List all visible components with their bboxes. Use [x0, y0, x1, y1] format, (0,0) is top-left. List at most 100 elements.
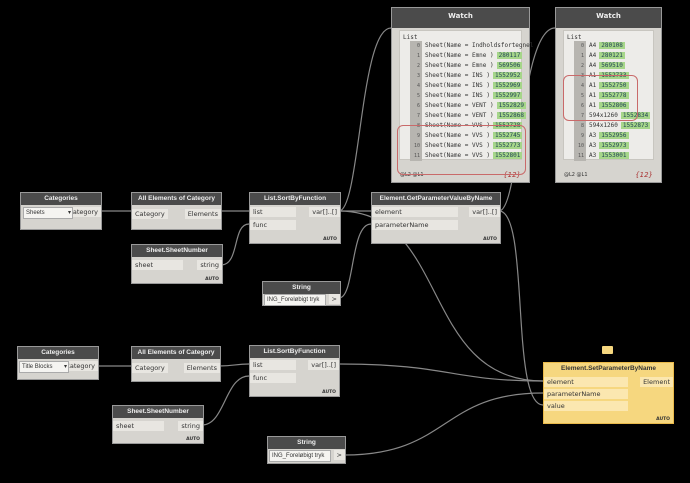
- lacing-label: AUTO: [483, 237, 497, 242]
- output-port[interactable]: >: [328, 294, 340, 304]
- item-value: 1552801: [493, 152, 523, 159]
- item-value: 1552806: [599, 102, 629, 109]
- lacing-label: AUTO: [656, 417, 670, 422]
- node-title: Categories: [21, 193, 101, 205]
- string-input[interactable]: ING_Foreløbigt tryk: [269, 450, 331, 462]
- item-index: 9: [574, 131, 586, 141]
- output-port[interactable]: string: [197, 260, 222, 270]
- item-label: Sheet(Name = VVS ): [425, 142, 491, 149]
- item-index: 2: [410, 61, 422, 71]
- item-index: 9: [410, 131, 422, 141]
- level-indicator: @L2 @L1: [564, 172, 588, 178]
- item-value: 1552829: [496, 102, 526, 109]
- set-parameter-node[interactable]: Element.SetParameterByName element param…: [543, 362, 674, 424]
- string-input[interactable]: ING_Foreløbigt tryk: [264, 294, 326, 306]
- category-dropdown[interactable]: Sheets ▾: [23, 207, 73, 219]
- input-port-func[interactable]: func: [250, 220, 296, 230]
- node-title: All Elements of Category: [132, 193, 221, 205]
- output-port[interactable]: var[]..[]: [308, 360, 339, 370]
- item-label: A3: [589, 132, 597, 139]
- item-count: {12}: [635, 171, 653, 179]
- sheet-number-node-2[interactable]: Sheet.SheetNumber sheet string AUTO: [112, 405, 204, 444]
- sheet-number-node-1[interactable]: Sheet.SheetNumber sheet string AUTO: [131, 244, 223, 284]
- sort-node-1[interactable]: List.SortByFunction list func var[]..[] …: [249, 192, 341, 244]
- categories-node-2[interactable]: Categories Title Blocks▾ Category: [17, 346, 99, 380]
- output-port[interactable]: var[]..[]: [469, 207, 500, 217]
- item-index: 7: [410, 111, 422, 121]
- input-port-parameter-name[interactable]: parameterName: [372, 220, 458, 230]
- output-port[interactable]: Category: [65, 207, 101, 217]
- node-title: Element.GetParameterValueByName: [372, 193, 500, 205]
- output-port[interactable]: Element: [640, 377, 673, 387]
- item-index: 1: [410, 51, 422, 61]
- all-elements-node-1[interactable]: All Elements of Category Category Elemen…: [131, 192, 222, 230]
- node-title: Element.SetParameterByName: [544, 363, 673, 375]
- input-port[interactable]: Category: [132, 363, 168, 373]
- dropdown-value: Sheets: [26, 210, 45, 216]
- category-dropdown[interactable]: Title Blocks▾: [19, 361, 69, 373]
- chevron-down-icon: ▾: [67, 210, 71, 216]
- item-index: 3: [410, 71, 422, 81]
- item-label: A4: [589, 52, 597, 59]
- level-indicator: @L2 @L1: [400, 172, 424, 178]
- string-node-2[interactable]: String ING_Foreløbigt tryk >: [267, 436, 346, 464]
- categories-node-1[interactable]: Categories Sheets ▾ Category: [20, 192, 102, 230]
- item-label: 594x1260: [589, 122, 618, 129]
- output-port[interactable]: Elements: [183, 363, 220, 373]
- item-label: A4: [589, 42, 597, 49]
- input-port[interactable]: sheet: [132, 260, 183, 270]
- input-port-value[interactable]: value: [544, 401, 628, 411]
- item-label: Sheet(Name = INS ): [425, 72, 491, 79]
- item-value: 569506: [496, 62, 523, 69]
- input-port[interactable]: Category: [132, 209, 168, 219]
- lacing-label: AUTO: [323, 237, 337, 242]
- get-parameter-node[interactable]: Element.GetParameterValueByName element …: [371, 192, 501, 244]
- item-label: A1: [589, 92, 597, 99]
- highlight-annotation: [563, 75, 638, 121]
- item-index: 4: [410, 81, 422, 91]
- item-label: Sheet(Name = INS ): [425, 92, 491, 99]
- input-port-list[interactable]: list: [250, 207, 296, 217]
- input-port-element[interactable]: element: [544, 377, 628, 387]
- comment-icon[interactable]: [602, 346, 613, 354]
- sort-node-2[interactable]: List.SortByFunction list func var[]..[] …: [249, 345, 340, 397]
- item-index: 6: [410, 101, 422, 111]
- output-port[interactable]: var[]..[]: [309, 207, 340, 217]
- input-port-parameter-name[interactable]: parameterName: [544, 389, 628, 399]
- input-port-list[interactable]: list: [250, 360, 296, 370]
- item-value: 1552745: [493, 132, 523, 139]
- input-port[interactable]: sheet: [113, 421, 164, 431]
- item-index: 10: [574, 141, 586, 151]
- item-label: Sheet(Name = Indholdsfortegnel: [425, 42, 534, 49]
- all-elements-node-2[interactable]: All Elements of Category Category Elemen…: [131, 346, 221, 382]
- string-node-1[interactable]: String ING_Foreløbigt tryk >: [262, 281, 341, 306]
- item-index: 6: [574, 101, 586, 111]
- item-label: A1: [589, 82, 597, 89]
- lacing-label: AUTO: [186, 437, 200, 442]
- output-port[interactable]: Elements: [184, 209, 221, 219]
- output-port[interactable]: Category: [62, 361, 98, 371]
- output-port[interactable]: >: [333, 450, 345, 460]
- item-value: 569510: [599, 62, 625, 69]
- input-port-element[interactable]: element: [372, 207, 458, 217]
- list-label: List: [567, 34, 582, 41]
- lacing-label: AUTO: [205, 277, 219, 282]
- input-port-func[interactable]: func: [250, 373, 296, 383]
- output-port[interactable]: string: [178, 421, 203, 431]
- item-label: Sheet(Name = VENT ): [425, 102, 494, 109]
